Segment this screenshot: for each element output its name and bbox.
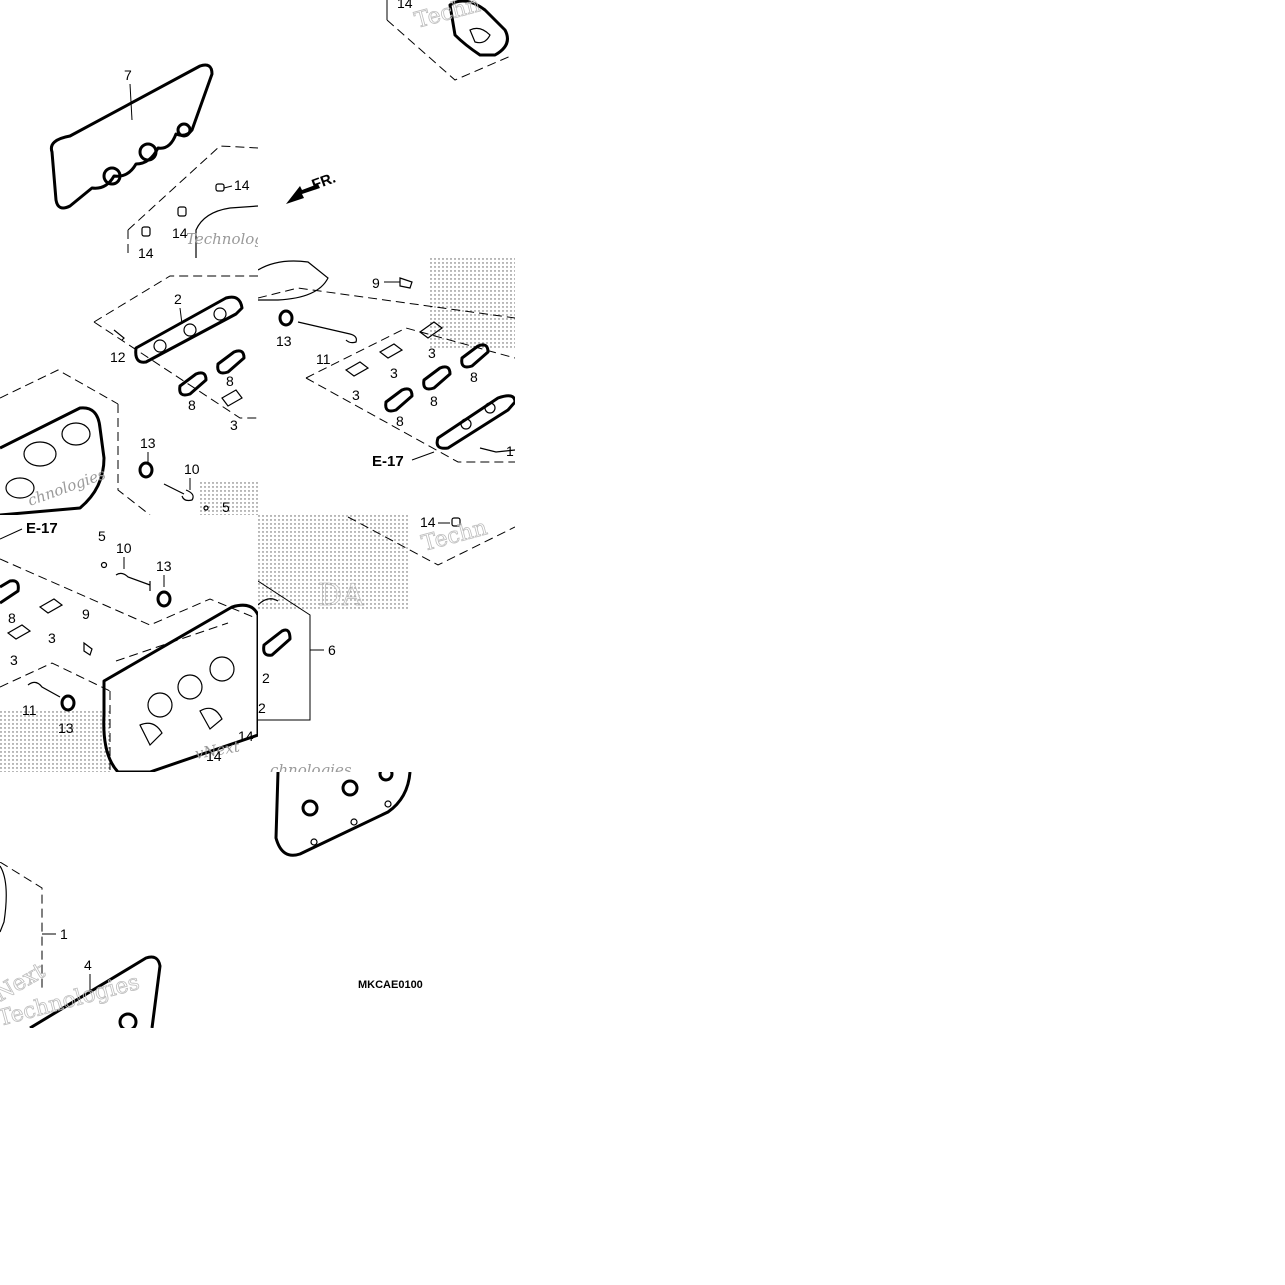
callout-8-d: 8 [430,393,438,409]
callout-2-c: 2 [258,700,266,716]
diagram-code-text: MKCAE0100 [358,979,423,991]
callout-3-e: 3 [48,630,56,646]
callout-14-a: 14 [234,177,250,193]
gasket-2 [134,295,244,364]
callout-7: 7 [124,67,132,83]
callout-13-c: 13 [156,558,172,574]
callout-10-a: 10 [184,461,200,477]
callout-14-e: 14 [206,748,222,764]
callout-4: 4 [84,957,92,973]
callout-14-d: 14 [238,728,254,744]
cover-gasket-4 [29,955,162,1028]
cover-gasket-7 [49,63,214,210]
tile-bottom-left: 1 4 Next Technologies [0,862,162,1028]
callout-6: 6 [328,642,336,658]
callout-8-c: 8 [470,369,478,385]
tile-gasket-lower [258,772,415,864]
ref-e17-b: E-17 [26,520,58,537]
callout-10-b: 10 [116,540,132,556]
cylinder-head-cover [0,406,106,515]
callout-11-b: 11 [22,702,37,718]
callout-9-a: 9 [372,275,380,291]
callout-3-b: 3 [428,345,436,361]
front-arrow: FR. [286,170,339,204]
tile-seals-right: 9 13 11 3 3 3 8 8 8 1 E-17 [258,258,515,515]
callout-3-a: 3 [230,417,238,433]
callout-5-a: 5 [222,499,230,515]
callout-14-b: 14 [172,225,188,241]
callout-1-a: 1 [506,443,514,459]
diagram-code: MKCAE0100 [356,976,436,997]
tile-seals-left: 2 12 8 8 3 13 10 5 [0,258,258,515]
callout-13-a: 13 [140,435,156,451]
callout-8-a: 8 [226,373,234,389]
callout-5-b: 5 [98,528,106,544]
callout-13-b: 13 [276,333,292,349]
cylinder-head-cover-lower [102,603,258,772]
tile-gasket-upper: 7 14 14 14 Technologies [0,60,258,258]
watermark-text: Technologies [186,230,258,248]
callout-3-f: 3 [10,652,18,668]
watermark-text: DA [318,578,364,613]
tile-top-right: Techn 14 [385,0,515,82]
callout-14-top: 14 [397,0,413,11]
tile-cover-lower: E-17 5 10 13 8 3 3 9 11 13 [0,515,258,772]
callout-14-c: 14 [138,245,154,258]
tile-gasket-right: DA 14 Techn 6 2 2 [258,515,515,770]
ref-e17-a: E-17 [372,453,404,470]
callout-2-b: 2 [262,670,270,686]
callout-8-f: 8 [8,610,16,626]
front-arrow-label: FR. [310,170,339,194]
callout-8-e: 8 [396,413,404,429]
callout-8-b: 8 [188,397,196,413]
callout-11-a: 11 [316,351,331,367]
callout-1-b: 1 [60,926,68,942]
callout-9-b: 9 [82,606,90,622]
callout-14-f: 14 [420,515,436,530]
callout-13-d: 13 [58,720,74,736]
callout-2-a: 2 [174,291,182,307]
callout-3-c: 3 [390,365,398,381]
callout-12: 12 [110,349,126,365]
cover-gasket-lower [274,772,412,857]
callout-3-d: 3 [352,387,360,403]
